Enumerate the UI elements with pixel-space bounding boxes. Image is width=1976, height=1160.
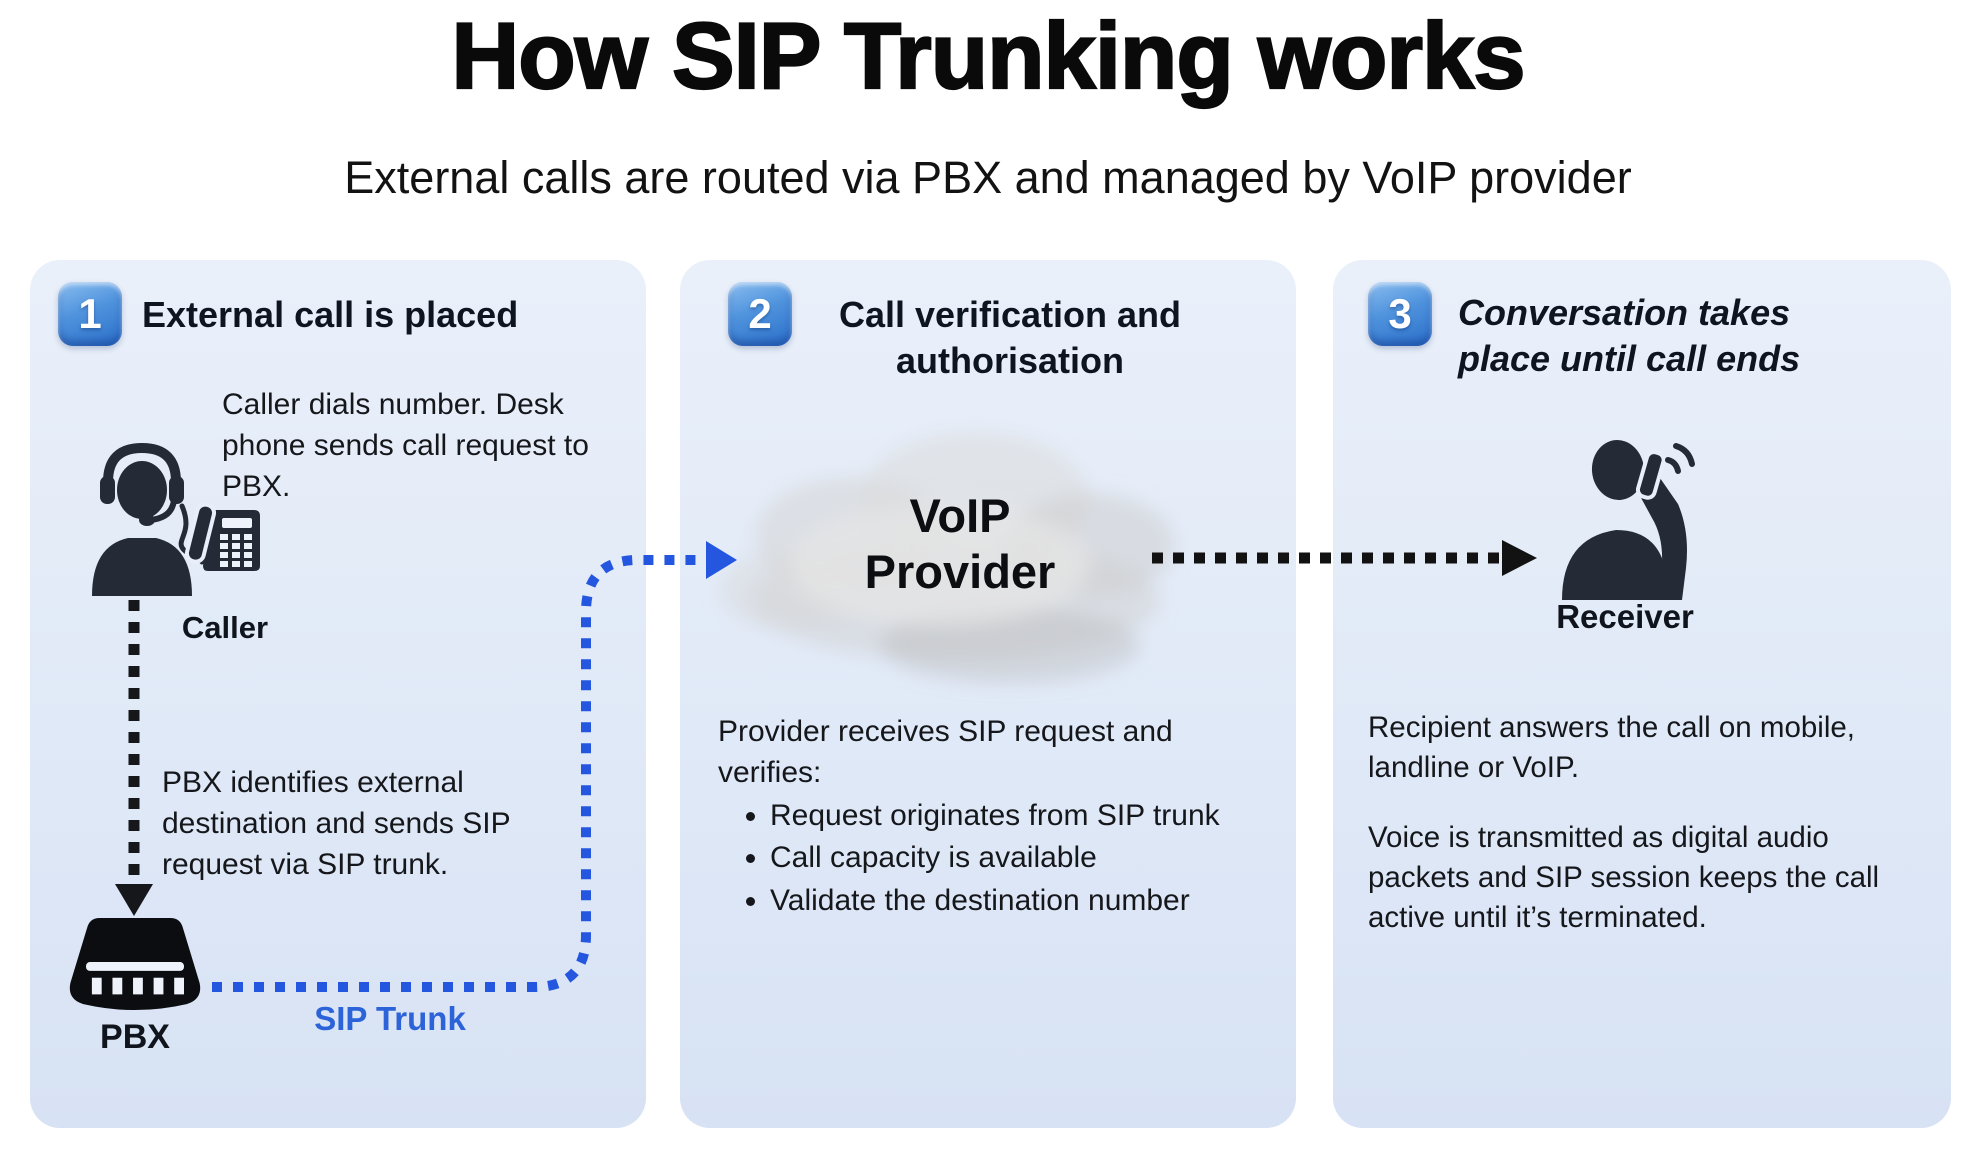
bullet-item: Request originates from SIP trunk xyxy=(770,796,1258,837)
bullet-item: Validate the destination number xyxy=(770,881,1258,922)
step-1-heading: External call is placed xyxy=(142,294,519,335)
caller-label: Caller xyxy=(181,610,269,645)
step-3-badge: 3 xyxy=(1368,282,1432,346)
panel-step-3 xyxy=(1333,260,1951,1128)
verification-bullet-list: Request originates from SIP trunk Call c… xyxy=(718,796,1258,922)
step-1-body: Caller dials number. Desk phone sends ca… xyxy=(222,388,589,503)
pbx-icon xyxy=(69,917,201,1011)
pbx-label: PBX xyxy=(100,1018,170,1056)
step-1-pbx-body: PBX identifies external destination and … xyxy=(162,766,511,881)
step-2-badge: 2 xyxy=(728,282,792,346)
step-1-badge: 1 xyxy=(58,282,122,346)
panel-step-2 xyxy=(680,260,1296,1128)
step-2-intro: Provider receives SIP request and verifi… xyxy=(718,715,1173,789)
step-2-verification-block: Provider receives SIP request and verifi… xyxy=(718,712,1258,922)
page-title: How SIP Trunking works xyxy=(450,2,1526,109)
voip-provider-label: VoIP Provider xyxy=(864,489,1056,599)
step-3-heading: Conversation takes place until call ends xyxy=(1458,292,1801,380)
receiver-icon xyxy=(1562,440,1695,600)
bullet-item: Call capacity is available xyxy=(770,838,1258,879)
step-2-heading: Call verification and authorisation xyxy=(838,294,1182,382)
receiver-label: Receiver xyxy=(1556,598,1694,635)
step-3-para2: Voice is transmitted as digital audio pa… xyxy=(1368,821,1880,935)
sip-trunk-label: SIP Trunk xyxy=(314,1000,466,1037)
step-3-para1: Recipient answers the call on mobile, la… xyxy=(1368,711,1855,785)
caller-headset-phone-icon xyxy=(92,442,260,596)
page-subtitle: External calls are routed via PBX and ma… xyxy=(344,152,1632,203)
